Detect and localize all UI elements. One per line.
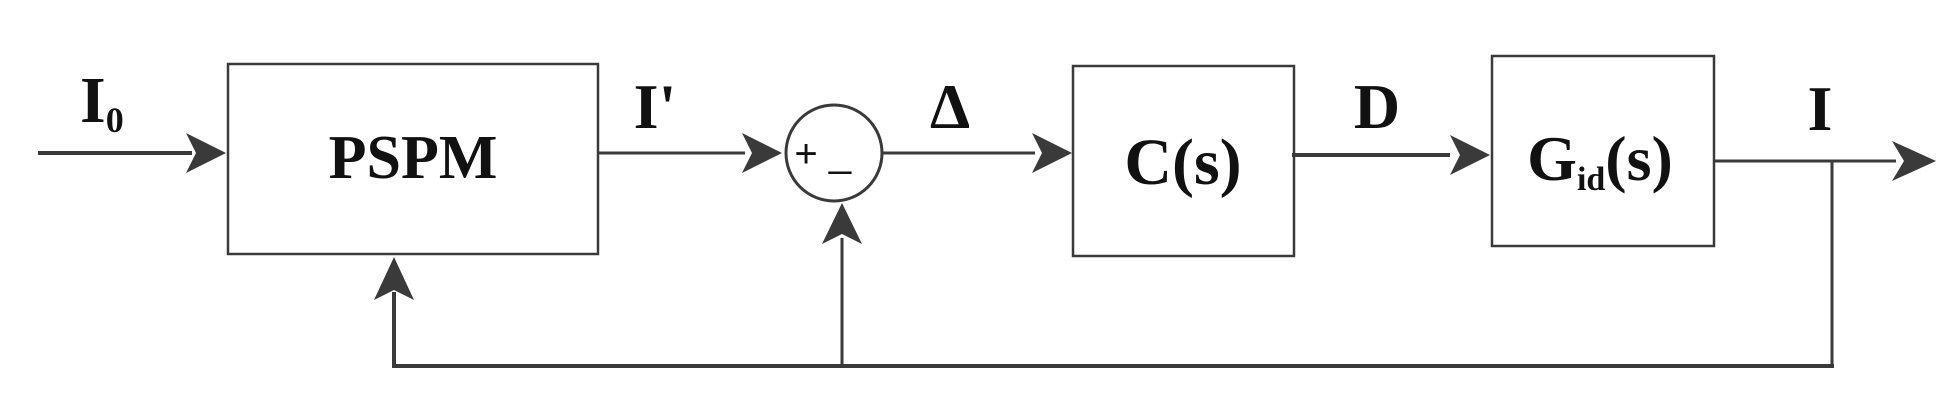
output-arrowhead [1892, 141, 1936, 181]
feedback-summing-arrowhead [822, 203, 862, 244]
error-arrowhead [1032, 133, 1072, 173]
summing-minus-sign: _ [828, 131, 852, 175]
input-arrowhead [186, 133, 226, 173]
error-signal-label: Δ [930, 71, 970, 142]
summing-plus-sign: + [794, 132, 817, 176]
pspm-output-arrowhead [742, 133, 782, 173]
input-signal-label: I0 [80, 64, 124, 140]
duty-signal-label: D [1354, 71, 1400, 142]
plant-block [1490, 54, 1716, 248]
output-signal-label: I [1808, 73, 1833, 144]
controller-block [1071, 64, 1296, 258]
pspm-output-signal-label: I' [634, 71, 677, 142]
controller-block-label: C(s) [1124, 126, 1241, 199]
pspm-block-label: PSPM [329, 124, 498, 192]
plant-block-label: Gid(s) [1527, 123, 1673, 198]
pspm-block [226, 62, 600, 256]
feedback-pspm-arrowhead [374, 257, 414, 300]
duty-arrowhead [1450, 135, 1490, 175]
